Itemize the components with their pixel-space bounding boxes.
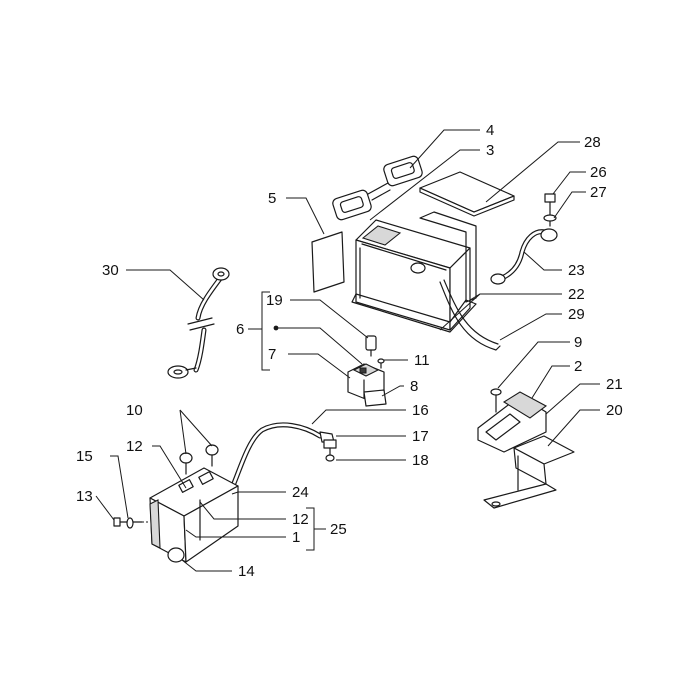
callout-11: 11 — [414, 352, 430, 369]
callout-14: 14 — [238, 563, 255, 580]
callout-27: 27 — [590, 184, 607, 201]
washer-15 — [126, 517, 134, 529]
relay-bracket — [363, 389, 387, 407]
cable-23 — [490, 228, 558, 285]
callout-16: 16 — [412, 402, 429, 419]
callout-28: 28 — [584, 134, 601, 151]
group-bracket-25 — [306, 507, 326, 551]
callout-6: 6 — [236, 321, 244, 338]
breather-tube — [439, 281, 501, 351]
callout-4: 4 — [486, 122, 494, 139]
callout-17: 17 — [412, 428, 429, 445]
callout-2: 2 — [574, 358, 582, 375]
callout-13: 13 — [76, 488, 93, 505]
screw-10 — [179, 444, 219, 475]
callout-9: 9 — [574, 334, 582, 351]
screw-11 — [377, 358, 385, 369]
callout-25: 25 — [330, 521, 347, 538]
retaining-strap — [332, 155, 423, 221]
bolt-26 — [543, 193, 557, 227]
cable-30 — [167, 267, 230, 379]
group-bracket-6 — [248, 291, 279, 371]
mounting-bracket — [483, 435, 575, 509]
cable-16 — [229, 422, 335, 491]
side-plate — [311, 231, 345, 293]
battery — [355, 219, 471, 331]
callout-19: 19 — [266, 292, 283, 309]
fuse — [365, 335, 377, 357]
relay-holder — [477, 391, 548, 453]
terminal-17 — [323, 439, 337, 462]
callout-12: 12 — [126, 438, 143, 455]
fuse-box — [149, 467, 239, 563]
callout-labels: 4 3 28 26 27 5 30 23 22 29 19 6 7 11 8 9… — [76, 122, 623, 580]
top-cover-edge — [419, 187, 515, 217]
callout-22: 22 — [568, 286, 585, 303]
nut-14 — [167, 547, 185, 563]
callout-29: 29 — [568, 306, 585, 323]
callout-30: 30 — [102, 262, 119, 279]
callout-23: 23 — [568, 262, 585, 279]
screw-9 — [490, 388, 502, 413]
callout-7: 7 — [268, 346, 276, 363]
callout-21: 21 — [606, 376, 623, 393]
callout-24: 24 — [292, 484, 309, 501]
callout-1: 1 — [292, 529, 300, 546]
callout-15: 15 — [76, 448, 93, 465]
callout-26: 26 — [590, 164, 607, 181]
callout-3: 3 — [486, 142, 494, 159]
callout-18: 18 — [412, 452, 429, 469]
callout-5: 5 — [268, 190, 276, 207]
callout-8: 8 — [410, 378, 418, 395]
leader-lines — [95, 129, 600, 572]
callout-20: 20 — [606, 402, 623, 419]
callout-10: 10 — [126, 402, 143, 419]
callout-12-lower: 12 — [292, 511, 309, 528]
